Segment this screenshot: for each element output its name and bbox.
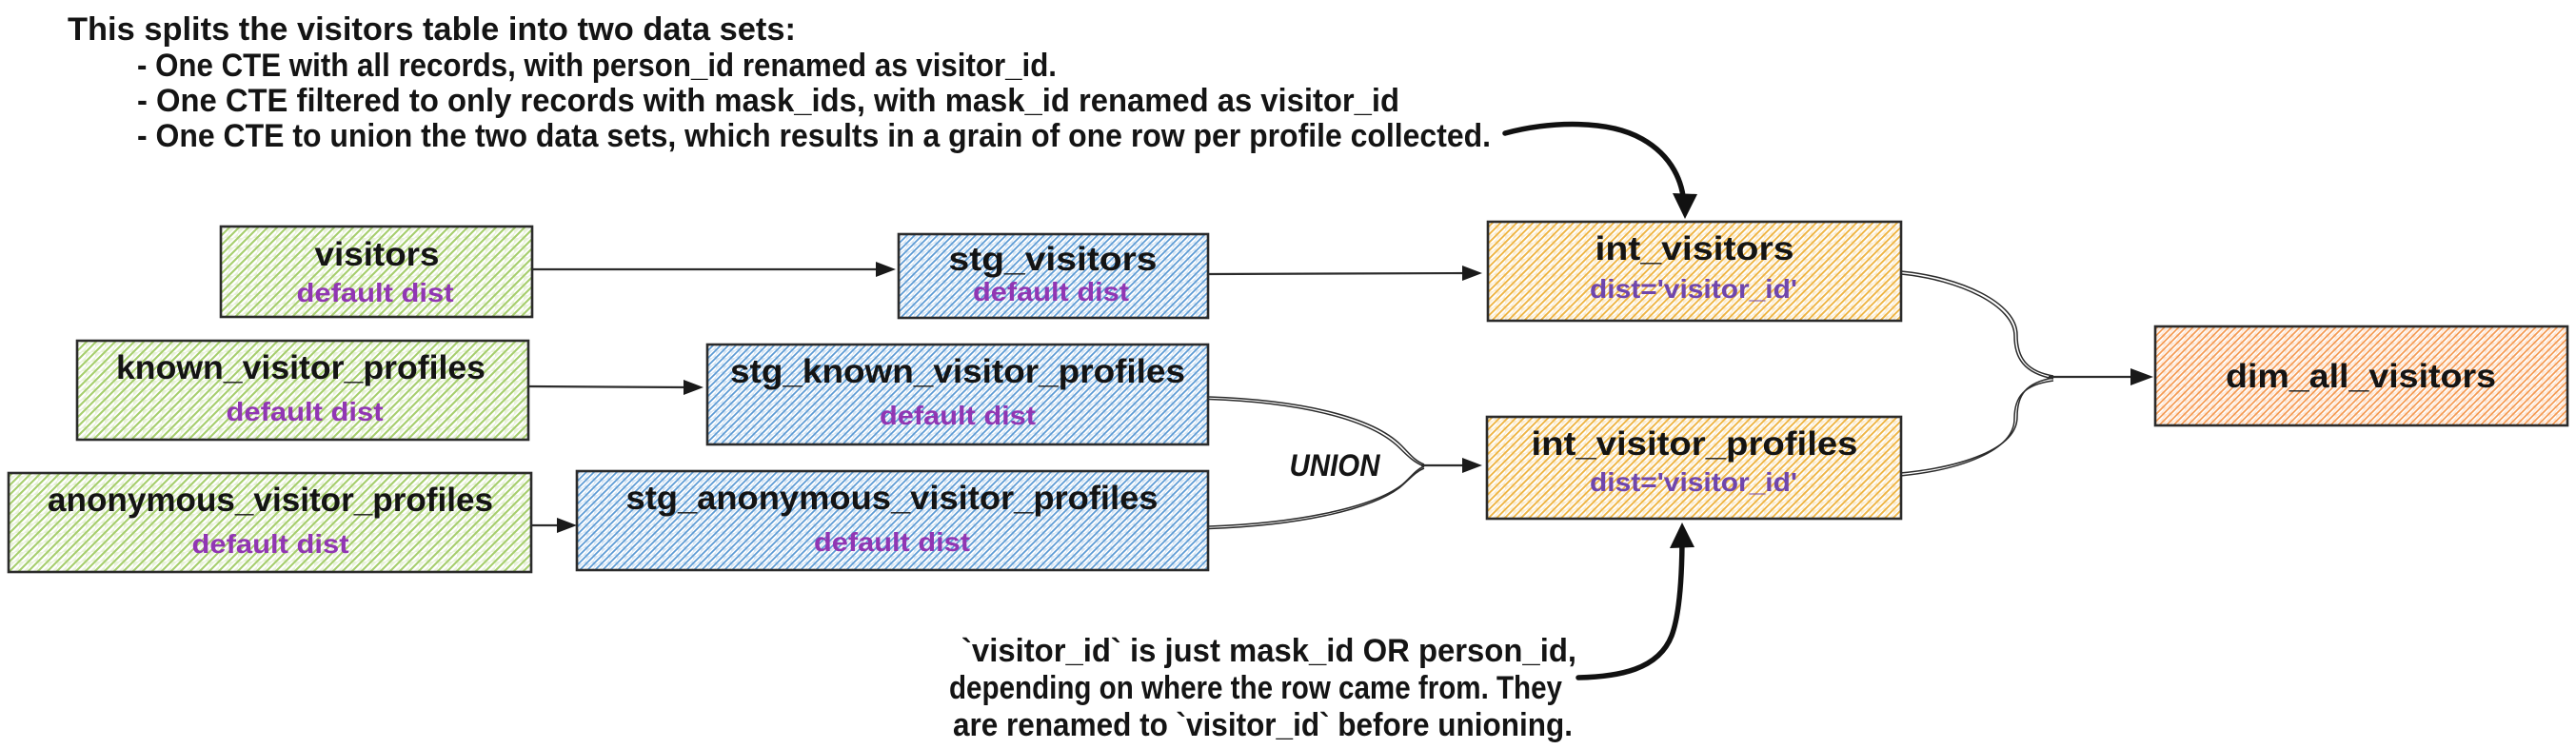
svg-text:default dist: default dist (297, 278, 454, 307)
svg-text:anonymous_visitor_profiles: anonymous_visitor_profiles (48, 482, 493, 519)
svg-text:are renamed to `visitor_id` be: are renamed to `visitor_id` before union… (953, 707, 1573, 743)
svg-text:default dist: default dist (227, 397, 384, 426)
svg-text:- One CTE filtered to only rec: - One CTE filtered to only records with … (137, 83, 1399, 119)
svg-text:default dist: default dist (814, 527, 970, 557)
svg-text:- One CTE to union the two dat: - One CTE to union the two data sets, wh… (137, 118, 1491, 154)
svg-text:stg_visitors: stg_visitors (949, 241, 1158, 278)
svg-text:This splits the visitors table: This splits the visitors table into two … (68, 11, 796, 48)
svg-text:dist='visitor_id': dist='visitor_id' (1590, 467, 1797, 497)
svg-text:default dist: default dist (880, 401, 1036, 430)
svg-text:dist='visitor_id': dist='visitor_id' (1590, 274, 1797, 304)
svg-text:UNION: UNION (1290, 448, 1381, 483)
svg-text:dim_all_visitors: dim_all_visitors (2226, 358, 2496, 395)
svg-text:default dist: default dist (973, 277, 1129, 306)
svg-text:default dist: default dist (192, 529, 349, 559)
svg-text:int_visitors: int_visitors (1595, 230, 1794, 267)
svg-text:int_visitor_profiles: int_visitor_profiles (1532, 425, 1858, 463)
svg-text:known_visitor_profiles: known_visitor_profiles (116, 349, 485, 386)
svg-text:visitors: visitors (315, 236, 440, 273)
svg-text:depending on where the row cam: depending on where the row came from. Th… (949, 670, 1562, 706)
svg-text:stg_known_visitor_profiles: stg_known_visitor_profiles (730, 353, 1185, 390)
svg-text:stg_anonymous_visitor_profiles: stg_anonymous_visitor_profiles (626, 480, 1159, 517)
svg-text:`visitor_id` is just mask_id O: `visitor_id` is just mask_id OR person_i… (961, 633, 1576, 669)
svg-text:- One CTE with all records, wi: - One CTE with all records, with person_… (137, 48, 1057, 84)
